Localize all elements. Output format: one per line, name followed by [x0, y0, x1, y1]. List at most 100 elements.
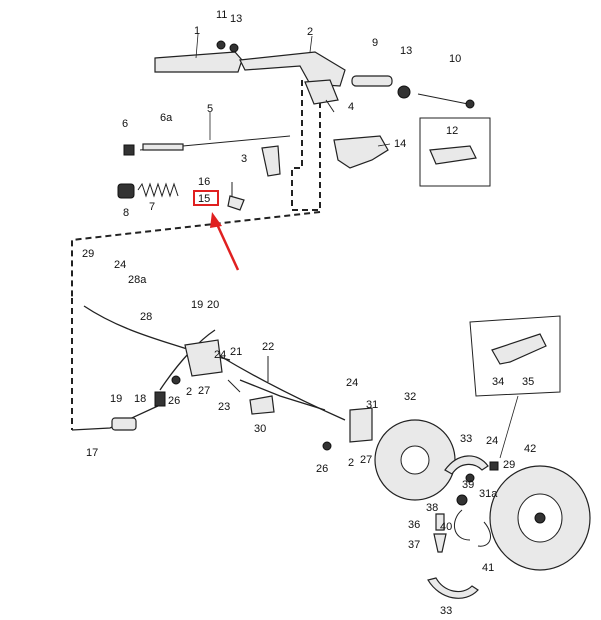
highlight-box-15	[193, 190, 219, 206]
label-13b: 13	[400, 45, 412, 57]
bolt-10-head	[465, 99, 475, 109]
brake-shoe-lower	[427, 577, 479, 599]
pin-37	[433, 533, 447, 553]
label-2c: 2	[348, 457, 354, 469]
adjuster-bracket	[184, 339, 223, 377]
label-26b: 26	[316, 463, 328, 475]
sleeve-8	[117, 183, 135, 199]
backing-plate-hub	[400, 445, 430, 475]
lever-34-35	[491, 333, 547, 365]
label-28: 28	[140, 311, 152, 323]
label-30: 30	[254, 423, 266, 435]
label-27b: 27	[360, 454, 372, 466]
label-5: 5	[207, 103, 213, 115]
fitting-18	[154, 391, 166, 407]
ratchet-plate-14	[333, 135, 389, 169]
label-34: 34	[492, 376, 504, 388]
label-14: 14	[394, 138, 406, 150]
label-2: 2	[307, 26, 313, 38]
spring-7	[137, 182, 179, 198]
label-15: 15	[198, 193, 210, 205]
inset-pointer	[499, 395, 519, 459]
label-2b: 2	[186, 386, 192, 398]
bracket-31	[349, 407, 373, 443]
label-6: 6	[122, 118, 128, 130]
label-19b: 19	[110, 393, 122, 405]
leader-1	[195, 33, 199, 59]
label-32: 32	[404, 391, 416, 403]
label-11: 11	[216, 9, 227, 21]
bolt-4	[325, 99, 335, 113]
label-24a: 24	[114, 259, 126, 271]
label-31: 31	[366, 399, 378, 411]
highlight-arrow-shaft	[214, 221, 240, 271]
label-39: 39	[462, 479, 474, 491]
nut-26-left	[171, 375, 181, 385]
label-24c: 24	[346, 377, 358, 389]
clip-24	[489, 461, 499, 471]
label-23: 23	[218, 401, 230, 413]
disc-center	[534, 512, 546, 524]
label-33b: 33	[440, 605, 452, 617]
cable-end-17	[111, 417, 137, 431]
spring-41	[477, 521, 492, 547]
label-20: 20	[207, 299, 219, 311]
part-39	[465, 473, 475, 483]
label-29a: 29	[82, 248, 94, 260]
label-1: 1	[194, 25, 200, 37]
clip-15	[227, 195, 245, 211]
dashed-linkage-box	[71, 92, 321, 298]
pin-36	[435, 513, 445, 531]
label-7: 7	[149, 201, 155, 213]
nut-13-right	[397, 85, 411, 99]
lever-mount	[304, 79, 339, 105]
label-8: 8	[123, 207, 129, 219]
pedal-pad-12	[429, 145, 477, 165]
label-19a: 19	[191, 299, 203, 311]
label-29b: 29	[503, 459, 515, 471]
label-10: 10	[449, 53, 461, 65]
bolt-23	[227, 379, 241, 393]
label-16: 16	[198, 176, 210, 188]
label-31a: 31a	[479, 488, 498, 500]
label-24b: 24	[214, 349, 226, 361]
leader-14	[377, 143, 391, 147]
label-38: 38	[426, 502, 438, 514]
bracket-3	[261, 145, 281, 177]
label-18: 18	[134, 393, 146, 405]
label-33a: 33	[460, 433, 472, 445]
label-42: 42	[524, 443, 536, 455]
label-37: 37	[408, 539, 420, 551]
handbrake-lever	[154, 51, 243, 73]
label-6a: 6a	[160, 112, 173, 124]
label-28a: 28a	[128, 274, 147, 286]
label-40: 40	[440, 521, 452, 533]
label-12: 12	[446, 125, 458, 137]
label-3: 3	[241, 153, 247, 165]
cable-19-lower	[71, 404, 161, 431]
label-17: 17	[86, 447, 98, 459]
cable-right	[219, 355, 346, 421]
rod-6a	[142, 143, 184, 151]
sleeve-9	[351, 75, 393, 87]
bolt-10	[417, 93, 469, 105]
label-4: 4	[348, 101, 354, 113]
cable-right-lower	[239, 379, 326, 411]
nut-26-right	[322, 441, 332, 451]
leader-2	[309, 35, 313, 53]
label-9: 9	[372, 37, 378, 49]
nut-6	[123, 144, 135, 156]
label-26a: 26	[168, 395, 180, 407]
bracket-30	[249, 395, 275, 415]
label-21a: 21	[230, 346, 242, 358]
label-24d: 24	[486, 435, 498, 447]
label-36: 36	[408, 519, 420, 531]
spring-40	[454, 509, 471, 541]
label-13a: 13	[230, 13, 242, 25]
highlight-arrow-head	[210, 212, 222, 228]
brake-shoe-upper	[444, 455, 489, 475]
nut-13-upper	[229, 43, 239, 53]
label-35: 35	[522, 376, 534, 388]
label-41: 41	[482, 562, 494, 574]
